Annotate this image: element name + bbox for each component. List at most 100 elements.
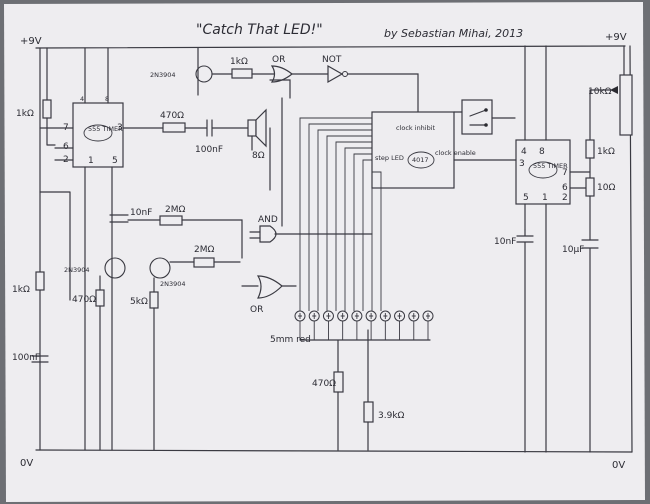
gnd-right-label: 0V	[612, 460, 625, 471]
gate-not	[327, 64, 344, 84]
led-mark-10	[426, 313, 430, 319]
led-mark-7	[383, 313, 388, 319]
svg-text:clock inhibit: clock inhibit	[396, 124, 436, 132]
sense-section: 10nF 2MΩ 2N3904 2N3904 470Ω 5kΩ 2MΩ 1kΩ …	[12, 191, 243, 451]
gnd-rail	[35, 449, 633, 453]
svg-text:2MΩ: 2MΩ	[194, 245, 214, 255]
svg-text:10kΩ: 10kΩ	[588, 87, 612, 97]
pot-10k	[619, 74, 633, 136]
svg-text:OR: OR	[272, 55, 285, 65]
svg-text:4: 4	[80, 95, 84, 103]
r-2m-a	[159, 215, 183, 226]
bus-line-2	[308, 123, 372, 311]
speaker-cone	[255, 108, 267, 148]
led-mark-3	[326, 313, 331, 319]
right-parts: 10kΩ 1kΩ 10Ω 10µF 10nF	[494, 74, 633, 453]
r-1k-left-label: 1kΩ	[16, 109, 34, 119]
vcc-right-label: +9V	[605, 32, 627, 43]
svg-text:2N3904: 2N3904	[64, 266, 90, 274]
q-right	[149, 257, 171, 279]
bus-line-8	[362, 159, 372, 311]
svg-text:100nF: 100nF	[195, 145, 223, 155]
svg-text:1kΩ: 1kΩ	[12, 285, 30, 295]
svg-text:2N3904: 2N3904	[160, 280, 186, 288]
counter-name: 4017	[412, 156, 429, 164]
svg-text:2: 2	[562, 193, 568, 203]
svg-text:470Ω: 470Ω	[72, 295, 96, 305]
svg-text:6: 6	[63, 142, 69, 152]
counter-body	[371, 111, 455, 189]
svg-text:10nF: 10nF	[494, 237, 516, 247]
bus-line-3	[317, 129, 372, 311]
gate-and	[259, 225, 277, 243]
svg-text:NOT: NOT	[322, 55, 342, 65]
svg-text:5: 5	[112, 156, 118, 166]
bus-line-1	[299, 117, 372, 311]
svg-text:8Ω: 8Ω	[252, 151, 265, 161]
svg-text:470Ω: 470Ω	[312, 379, 336, 389]
led-mark-9	[411, 313, 416, 319]
bus-lines	[299, 117, 382, 311]
svg-text:4: 4	[521, 147, 527, 157]
r-1k-bot	[35, 271, 45, 291]
r-2m-b	[193, 257, 215, 268]
credit-line: by Sebastian Mihai, 2013	[384, 27, 523, 40]
led-mark-8	[397, 313, 402, 319]
svg-text:10µF: 10µF	[562, 245, 584, 255]
svg-text:8: 8	[539, 147, 545, 157]
gate-or-bot	[256, 275, 283, 299]
led-mark-6	[369, 313, 374, 319]
r-3k9	[363, 401, 374, 423]
vcc-rail	[35, 45, 626, 49]
svg-text:step LED: step LED	[375, 154, 404, 162]
svg-text:10nF: 10nF	[130, 208, 152, 218]
vcc-left-label: +9V	[20, 36, 42, 47]
speaker-branch: 470Ω 100nF 8Ω	[122, 108, 271, 191]
svg-text:5: 5	[523, 193, 529, 203]
switch-box	[453, 99, 516, 135]
svg-text:2MΩ: 2MΩ	[165, 205, 185, 215]
svg-text:1kΩ: 1kΩ	[597, 147, 615, 157]
r-1k-top	[231, 68, 253, 79]
bottom-gates: AND OR	[241, 97, 373, 315]
r-470-q	[95, 289, 105, 307]
svg-text:AND: AND	[258, 215, 278, 225]
gnd-left-label: 0V	[20, 458, 33, 469]
r-1k-right	[585, 139, 595, 159]
r-5k	[149, 291, 159, 309]
svg-text:6: 6	[562, 183, 568, 193]
svg-text:clock enable: clock enable	[435, 149, 476, 157]
svg-text:2N3904: 2N3904	[150, 71, 176, 79]
speaker-body	[247, 119, 257, 137]
counter-4017: 4017 clock inhibit step LED clock enable	[371, 111, 476, 189]
svg-text:OR: OR	[250, 305, 263, 315]
ic-right-555: 555 TIMER 4 8 3 7 6 2 5 1	[453, 45, 591, 453]
bus-line-6	[344, 147, 372, 311]
led-mark-2	[312, 313, 317, 319]
bus-line-7	[353, 153, 372, 311]
r-470-spk	[162, 122, 186, 133]
svg-text:8: 8	[105, 95, 109, 103]
led-resistors: 470Ω 3.9kΩ	[299, 329, 431, 451]
svg-text:7: 7	[562, 168, 568, 178]
top-logic: 2N3904 1kΩ OR NOT	[150, 47, 419, 113]
svg-text:470Ω: 470Ω	[160, 111, 184, 121]
led-note: 5mm red	[270, 335, 311, 345]
led-mark-5	[354, 313, 359, 319]
q-left	[104, 257, 126, 279]
ic-left-555: 555 TIMER 4 8 7 6 2 1 5 3	[39, 47, 124, 451]
r-10-right	[585, 177, 595, 197]
ic-left-body	[72, 102, 124, 168]
bus-line-10	[372, 171, 382, 311]
svg-text:3: 3	[117, 123, 123, 133]
led-mark-1	[298, 313, 302, 319]
ic-left-name: 555 TIMER	[88, 125, 123, 133]
svg-text:3: 3	[519, 159, 525, 169]
svg-text:1: 1	[88, 156, 94, 166]
svg-text:1: 1	[542, 193, 548, 203]
bus-line-4	[326, 135, 372, 311]
led-mark-4	[340, 313, 345, 319]
svg-text:5kΩ: 5kΩ	[130, 297, 148, 307]
svg-text:3.9kΩ: 3.9kΩ	[378, 411, 405, 421]
svg-text:10Ω: 10Ω	[597, 183, 615, 193]
